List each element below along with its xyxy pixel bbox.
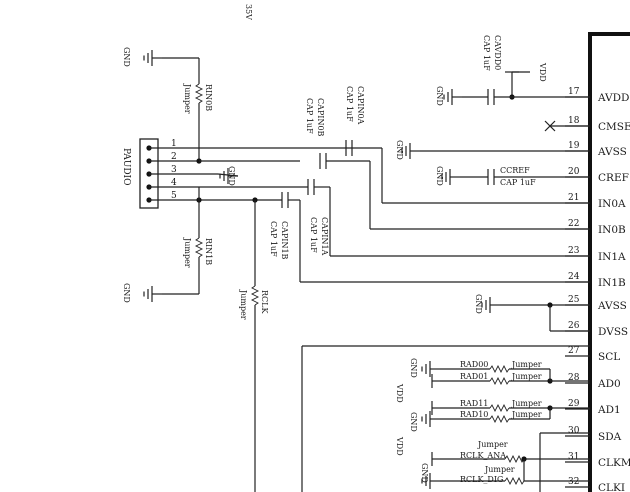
rclk-value: Jumper (239, 289, 248, 320)
resistor-rin1b-value: Jumper (183, 237, 192, 268)
ic-pin-number: 18 (568, 116, 580, 126)
rclk-jumper: RCLK Jumper (239, 197, 269, 492)
ic-pin-name: AD1 (597, 404, 621, 416)
cap-in0a-label: CAPIN0A (356, 86, 365, 125)
ic-pin-name: AVSS (597, 300, 627, 312)
top-fragment-text: 35V (244, 4, 253, 20)
clock-jumpers: VDD Jumper RCLK_ANA GND Jumper RCLK_DIG (395, 436, 590, 490)
ic-pin-name: CREF (598, 172, 629, 184)
gnd-label: GND (474, 294, 483, 314)
vdd-label: VDD (395, 383, 404, 403)
rclk-ana-label: RCLK_ANA (460, 451, 506, 460)
ic-pin-number: 29 (568, 399, 580, 409)
ic-pin-name: IN0B (598, 224, 626, 236)
rad00-value: Jumper (511, 360, 542, 369)
rad01-value: Jumper (511, 372, 542, 381)
ic-pin-number: 20 (568, 167, 580, 177)
ic-pin-name: IN0A (598, 198, 626, 210)
cap-in1b-value: CAP 1uF (269, 221, 278, 257)
ic-pin-name: SDA (598, 431, 622, 443)
ic-pin-name: CLKM (598, 457, 630, 469)
ic-pin-name: IN1B (598, 277, 626, 289)
jumper-dig-value: Jumper (484, 465, 515, 474)
connector-pin-3: 3 (171, 165, 177, 175)
ic-pin-number: 32 (568, 477, 579, 487)
ic-pin-name: CMSE (598, 121, 630, 133)
gnd-label: GND (409, 412, 418, 432)
gnd-label: GND (409, 358, 418, 378)
ic-pin-number: 21 (568, 193, 579, 203)
cap-cref-label: CCREF (500, 166, 530, 175)
vdd-label: VDD (538, 62, 547, 82)
rclk-dig-label: RCLK_DIG (460, 475, 503, 484)
ic-pin-name: DVSS (598, 326, 628, 338)
gnd-label: GND (227, 166, 236, 186)
connector-pin-2: 2 (171, 152, 177, 162)
rad01-label: RAD01 (460, 372, 488, 381)
ic-pin-name: AVSS (597, 146, 627, 158)
resistor-rin1b-label: RIN1B (204, 238, 213, 265)
ic-pin-number: 22 (568, 219, 579, 229)
left-gnd-network: GND RIN0B Jumper GND GND RIN1B Jumper (122, 47, 300, 303)
cap-avdd0-value: CAP 1uF (482, 35, 491, 71)
ic-pin-name: IN1A (598, 251, 626, 263)
cap-in0b-value: CAP 1uF (305, 98, 314, 134)
ic-pin-number: 23 (568, 246, 580, 256)
gnd-label: GND (395, 140, 404, 160)
ic-pin-name: AD0 (597, 378, 621, 390)
rclk-label: RCLK (260, 290, 269, 314)
ic-pin-number: 24 (568, 272, 580, 282)
gnd-label: GND (435, 166, 444, 186)
gnd-label: GND (435, 86, 444, 106)
rad10-label: RAD10 (460, 410, 488, 419)
resistor-rin0b-value: Jumper (183, 83, 192, 114)
input-capacitors: CAPIN0A CAP 1uF CAPIN0B CAP 1uF CAPIN1B … (199, 86, 590, 283)
rad11-value: Jumper (511, 399, 542, 408)
ic-pin-number: 30 (568, 426, 580, 436)
cap-in0b-label: CAPIN0B (316, 98, 325, 137)
cap-avdd0-label: CAVDD0 (493, 35, 502, 70)
cap-cref-value: CAP 1uF (500, 178, 536, 187)
rad11-label: RAD11 (460, 399, 488, 408)
cap-in1a-label: CAPIN1A (320, 217, 329, 256)
address-jumpers: GND RAD00 Jumper RAD01 Jumper VDD RAD11 … (301, 345, 590, 492)
gnd-label: GND (122, 47, 131, 67)
ic-pin-number: 25 (568, 295, 580, 305)
paudio-connector: PAUDIO 1 2 3 4 5 (121, 138, 355, 209)
avdd-decoupling: VDD GND CAVDD0 CAP 1uF GND GND CCREF CAP… (395, 35, 590, 332)
ic-body (588, 32, 630, 492)
connector-pin-4: 4 (171, 178, 177, 188)
cap-in0a-value: CAP 1uF (345, 86, 354, 122)
ic-pin-number: 26 (568, 321, 580, 331)
rad00-label: RAD00 (460, 360, 488, 369)
resistor-rin0b-label: RIN0B (204, 84, 213, 111)
connector-pin-1: 1 (171, 139, 177, 149)
ic-pin-name: CLKI (598, 482, 625, 492)
gnd-label: GND (420, 463, 429, 483)
ic-pin-number: 28 (568, 373, 580, 383)
ic-pin-name: AVDD (597, 92, 629, 104)
ic-pin-name: SCL (598, 351, 620, 363)
cap-in1b-label: CAPIN1B (280, 221, 289, 260)
ic-pin-number: 31 (568, 452, 579, 462)
jumper-ana-value: Jumper (477, 440, 508, 449)
ic-pin-number: 17 (568, 87, 580, 97)
ic-pin-number: 27 (568, 346, 580, 356)
cap-in1a-value: CAP 1uF (309, 217, 318, 253)
connector-pin-5: 5 (171, 191, 177, 201)
gnd-label: GND (122, 283, 131, 303)
connector-name: PAUDIO (121, 148, 131, 185)
ic-pin-number: 19 (568, 141, 580, 151)
rad10-value: Jumper (511, 410, 542, 419)
vdd-label: VDD (395, 436, 404, 456)
